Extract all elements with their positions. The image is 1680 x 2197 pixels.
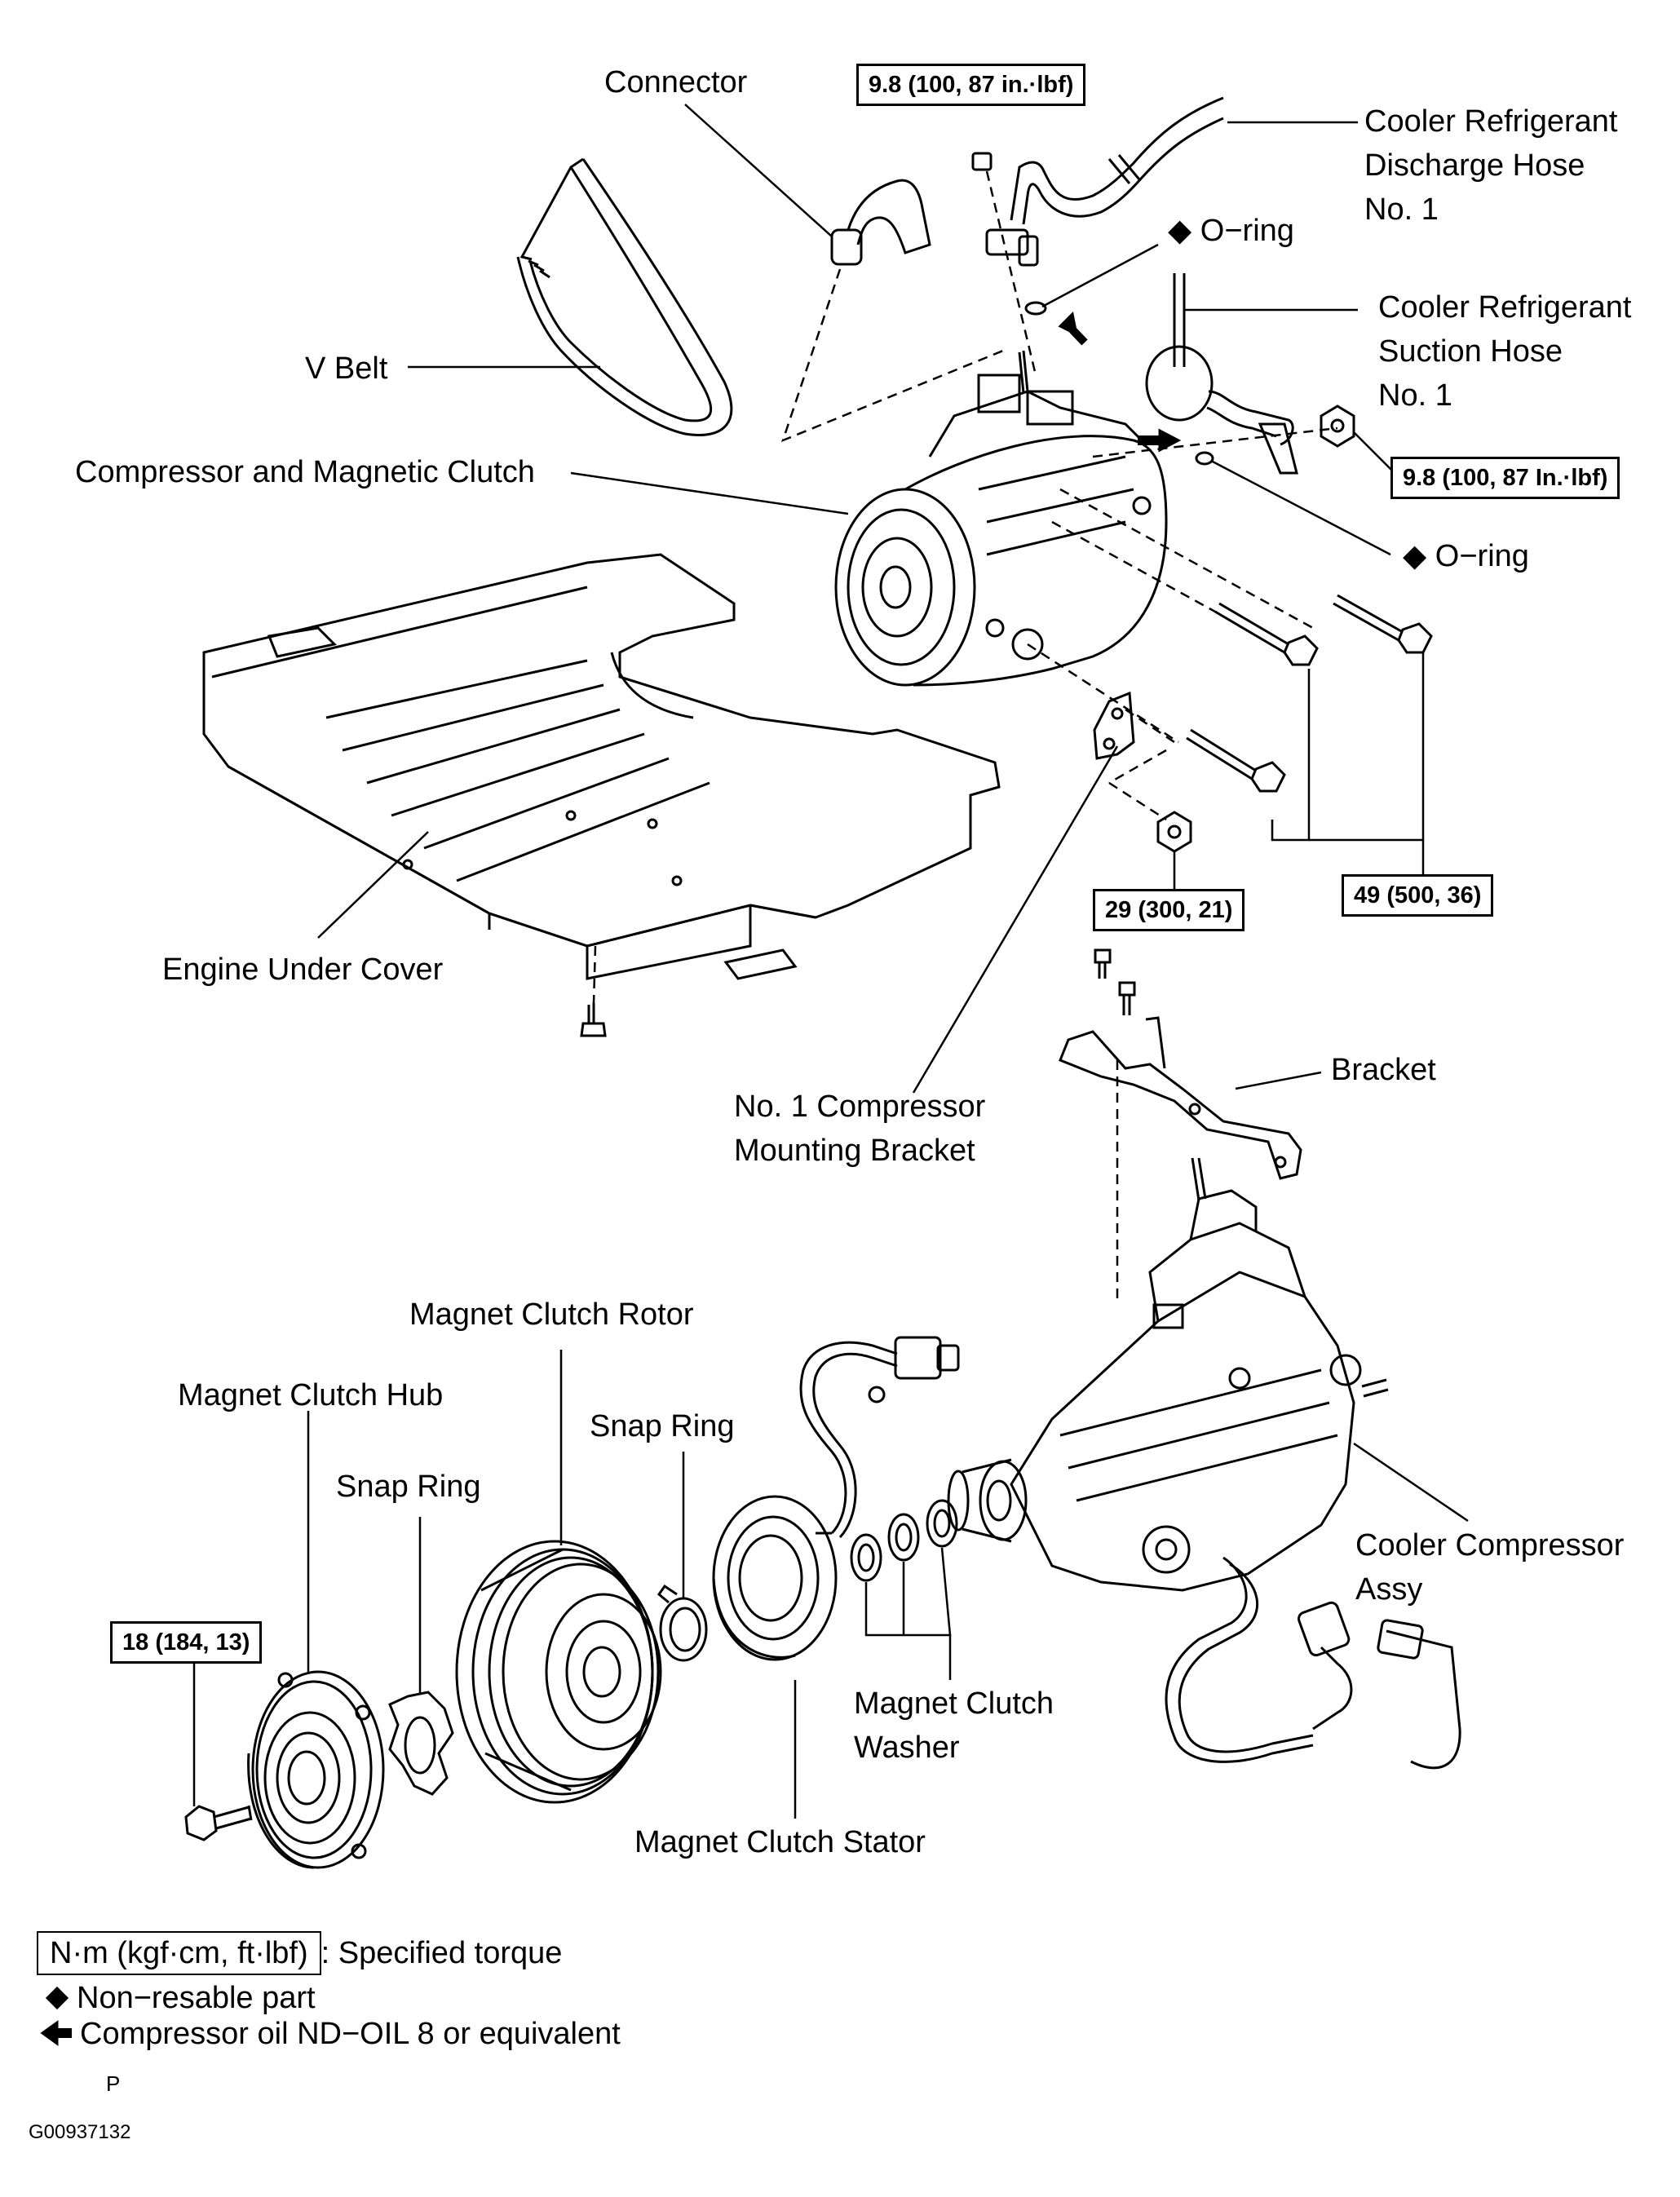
label-clutch-rotor: Magnet Clutch Rotor: [409, 1297, 694, 1332]
connector-drawing: [830, 179, 931, 266]
under-cover-dash: [592, 945, 597, 1004]
label-clutch-washer-1: Magnet Clutch: [854, 1686, 1054, 1721]
mounting-bracket-leader: [912, 745, 1119, 1094]
label-discharge-hose-1: Cooler Refrigerant: [1364, 104, 1618, 139]
cooler-compressor-leader: [1353, 1442, 1469, 1523]
under-cover-bolt: [580, 1003, 607, 1037]
compressor-wire-drawing: [1165, 1556, 1461, 1770]
connector-leader: [684, 104, 833, 237]
label-cooler-compressor-2: Assy: [1355, 1572, 1423, 1607]
bolt-1: [1214, 602, 1319, 666]
label-o-ring-right: ◆ O−ring: [1403, 534, 1529, 578]
oil-arrow-top-shaft: [1063, 320, 1088, 346]
legend-compressor-oil: Compressor oil ND−OIL 8 or equivalent: [80, 2017, 621, 2051]
label-discharge-hose-3: No. 1: [1364, 192, 1439, 227]
bracket-drawing: [1059, 1016, 1302, 1180]
clutch-wire-drawing: [799, 1336, 960, 1539]
legend-torque-unit: N·m (kgf·cm, ft·lbf): [37, 1931, 321, 1975]
torque-label-right: 9.8 (100, 87 In.·lbf): [1390, 457, 1620, 499]
legend-torque-desc: : Specified torque: [321, 1936, 563, 1970]
label-bracket: Bracket: [1331, 1053, 1436, 1087]
diamond-icon: ◆: [1168, 214, 1192, 248]
connector-dash: [780, 268, 1004, 443]
legend-torque: N·m (kgf·cm, ft·lbf): Specified torque: [37, 1931, 562, 1975]
clutch-rotor-drawing: [455, 1540, 662, 1804]
suction-hose-drawing: [1145, 273, 1298, 475]
label-cooler-compressor: Cooler Compressor Assy: [1355, 1523, 1624, 1611]
clutch-washer-leader: [864, 1582, 952, 1680]
compressor-top-drawing: [834, 350, 1168, 687]
label-mounting-bracket: No. 1 Compressor Mounting Bracket: [734, 1085, 985, 1173]
label-suction-hose-2: Suction Hose: [1378, 334, 1563, 369]
clutch-washers-drawing: [850, 1499, 958, 1582]
label-snap-ring-right: Snap Ring: [590, 1409, 735, 1443]
label-clutch-washer-2: Washer: [854, 1731, 960, 1765]
discharge-dash: [985, 170, 1037, 376]
bracket-leader: [1235, 1071, 1322, 1090]
torque-label-29: 29 (300, 21): [1093, 889, 1245, 931]
label-discharge-hose-2: Discharge Hose: [1364, 148, 1585, 183]
compressor-clutch-leader: [570, 471, 849, 515]
compressor-dash-lines: [1027, 427, 1338, 821]
diamond-bullet-icon: [45, 1986, 69, 2010]
clutch-stator-drawing: [712, 1495, 838, 1661]
o-ring-right-leader: [1210, 459, 1391, 556]
figure-id: G00937132: [29, 2121, 131, 2143]
label-suction-hose-1: Cooler Refrigerant: [1378, 290, 1632, 325]
cooler-compressor-drawing: [947, 1157, 1389, 1592]
o-ring-top-leader: [1041, 243, 1159, 308]
label-o-ring-top-text: O−ring: [1200, 214, 1294, 248]
label-mounting-bracket-2: Mounting Bracket: [734, 1134, 975, 1168]
bolt-3: [1186, 728, 1286, 793]
oil-arrow-icon: [40, 2020, 72, 2046]
v-belt-drawing: [516, 157, 733, 436]
clutch-hub-drawing: [247, 1670, 385, 1869]
bolt-2: [1333, 594, 1433, 654]
nut-upper-right-leader: [1353, 431, 1395, 474]
label-cooler-compressor-1: Cooler Compressor: [1355, 1528, 1625, 1563]
label-engine-under-cover: Engine Under Cover: [162, 953, 444, 987]
torque-label-top: 9.8 (100, 87 in.·lbf): [856, 64, 1086, 106]
label-connector: Connector: [604, 65, 748, 99]
torque-label-49: 49 (500, 36): [1342, 874, 1494, 917]
discharge-hose-drawing: [971, 96, 1224, 267]
nut-upper-right: [1320, 404, 1355, 448]
label-clutch-hub: Magnet Clutch Hub: [178, 1378, 444, 1412]
hub-bolt-drawing: [184, 1805, 253, 1841]
snap-ring-left-drawing: [388, 1691, 454, 1796]
label-discharge-hose: Cooler Refrigerant Discharge Hose No. 1: [1364, 99, 1617, 232]
diamond-icon: ◆: [1403, 539, 1427, 573]
engine-under-cover-drawing: [202, 553, 1001, 980]
clutch-washer-leader-3: [940, 1547, 952, 1636]
nut-29: [1156, 811, 1192, 853]
label-o-ring-top: ◆ O−ring: [1168, 209, 1294, 253]
legend-nonresable: Non−resable part: [77, 1981, 316, 2015]
label-v-belt: V Belt: [305, 351, 388, 386]
legend-p: P: [106, 2071, 121, 2096]
mounting-bracket-plate: [1093, 691, 1135, 760]
torque-label-18: 18 (184, 13): [110, 1621, 263, 1664]
label-compressor-clutch: Compressor and Magnetic Clutch: [75, 455, 535, 489]
torque-49-leader-2: [1309, 652, 1425, 842]
label-mounting-bracket-1: No. 1 Compressor: [734, 1090, 986, 1124]
label-suction-hose: Cooler Refrigerant Suction Hose No. 1: [1378, 285, 1631, 418]
o-ring-right-drawing: [1195, 451, 1214, 466]
label-suction-hose-3: No. 1: [1378, 378, 1452, 413]
bracket-bolts: [1094, 948, 1136, 1015]
label-snap-ring-left: Snap Ring: [336, 1470, 481, 1504]
torque-49-leader: [1271, 669, 1311, 842]
label-o-ring-right-text: O−ring: [1435, 539, 1529, 573]
o-ring-top-drawing: [1024, 301, 1047, 316]
label-clutch-washer: Magnet Clutch Washer: [854, 1682, 1054, 1770]
label-clutch-stator: Magnet Clutch Stator: [634, 1825, 926, 1859]
under-cover-leader: [317, 831, 429, 939]
